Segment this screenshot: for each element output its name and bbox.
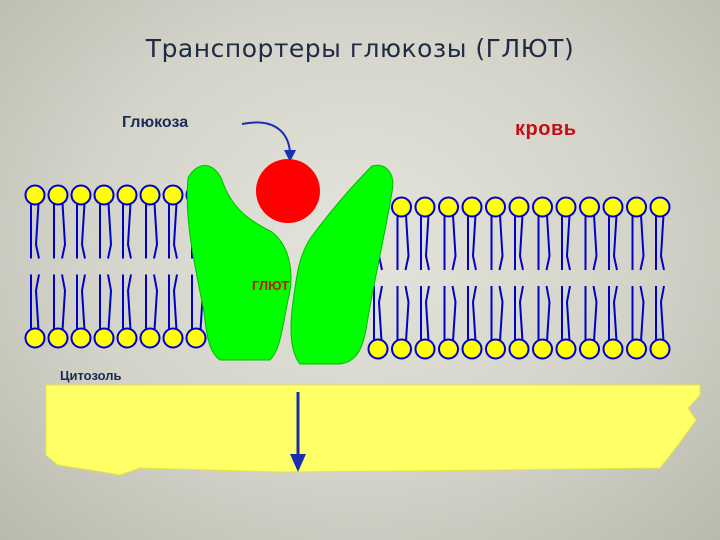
lipid-tail: [404, 285, 410, 350]
lipid-tail: [471, 206, 477, 271]
lipid-tail: [639, 285, 645, 350]
phospholipid-head: [438, 196, 459, 218]
phospholipid-head: [602, 196, 624, 218]
lipid-tail: [404, 206, 410, 271]
phospholipid-head: [508, 196, 530, 218]
phospholipid-head: [555, 196, 577, 218]
lipid-tail: [518, 285, 524, 350]
phospholipid-head: [391, 196, 412, 218]
phospholipid-head: [47, 327, 69, 349]
phospholipid-head: [414, 196, 436, 218]
phospholipid-head: [485, 338, 506, 360]
phospholipid-head: [555, 338, 577, 360]
phospholipid-head: [532, 196, 553, 218]
lipid-tail: [545, 206, 551, 271]
lipid-tail: [639, 206, 645, 271]
lipid-tail: [153, 194, 159, 259]
phospholipid-head: [391, 338, 412, 360]
lipid-tail: [61, 274, 67, 339]
slide-title: Транспортеры глюкозы (ГЛЮТ): [145, 34, 575, 63]
lipid-tail: [565, 285, 571, 350]
phospholipid-head: [93, 327, 115, 349]
phospholipid-head: [70, 327, 92, 349]
lipid-tail: [377, 285, 383, 350]
phospholipid-head: [139, 327, 161, 349]
lipid-tail: [34, 274, 40, 339]
lipid-tail: [451, 285, 457, 350]
cytosol-label: Цитозоль: [60, 368, 122, 383]
lipid-tail: [498, 285, 504, 350]
phospholipid-head: [461, 196, 483, 218]
transport-arrowhead: [290, 454, 306, 472]
lipid-tail: [518, 206, 524, 271]
glut-right-subunit: [290, 164, 394, 365]
lipid-tail: [107, 274, 113, 339]
lipid-tail: [659, 206, 665, 271]
phospholipid-head: [162, 327, 184, 349]
lipid-tail: [545, 285, 551, 350]
phospholipid-head: [70, 184, 92, 206]
lipid-tail: [126, 194, 132, 259]
lipid-tail: [451, 206, 457, 271]
lipid-tail: [80, 274, 86, 339]
lipid-tail: [612, 206, 618, 271]
lipid-tail: [424, 206, 430, 271]
phospholipid-head: [116, 327, 138, 349]
lipid-tail: [498, 206, 504, 271]
lipid-tail: [471, 285, 477, 350]
glut-label: ГЛЮТ: [252, 278, 290, 293]
lipid-tail: [126, 274, 132, 339]
lipid-tail: [34, 194, 40, 259]
lipid-tail: [172, 274, 178, 339]
lipid-bilayer: [24, 184, 671, 360]
phospholipid-head: [438, 338, 459, 360]
lipid-tail: [659, 285, 665, 350]
blood-label: кровь: [515, 118, 577, 140]
phospholipid-head: [47, 184, 69, 206]
phospholipid-head: [162, 184, 184, 206]
lipid-tail: [107, 194, 113, 259]
phospholipid-head: [461, 338, 483, 360]
lipid-tail: [612, 285, 618, 350]
glucose-label: Глюкоза: [122, 114, 189, 131]
phospholipid-head: [367, 338, 389, 360]
phospholipid-head: [579, 196, 600, 218]
phospholipid-head: [508, 338, 530, 360]
phospholipid-head: [24, 184, 46, 206]
cytosol-region: [45, 384, 701, 476]
phospholipid-head: [116, 184, 138, 206]
glut-left-subunit: [186, 165, 292, 361]
lipid-tail: [592, 206, 598, 271]
phospholipid-head: [93, 184, 115, 206]
phospholipid-head: [649, 196, 671, 218]
phospholipid-head: [139, 184, 161, 206]
phospholipid-head: [579, 338, 600, 360]
glucose-molecule: [256, 159, 320, 223]
lipid-tail: [565, 206, 571, 271]
phospholipid-head: [532, 338, 553, 360]
entry-arrow: [241, 121, 291, 153]
lipid-tail: [80, 194, 86, 259]
phospholipid-head: [626, 338, 647, 360]
lipid-tail: [153, 274, 159, 339]
phospholipid-head: [414, 338, 436, 360]
phospholipid-head: [626, 196, 647, 218]
lipid-tail: [424, 285, 430, 350]
phospholipid-head: [649, 338, 671, 360]
entry-arrowhead: [284, 150, 296, 162]
lipid-tail: [592, 285, 598, 350]
phospholipid-head: [602, 338, 624, 360]
lipid-tail: [61, 194, 67, 259]
phospholipid-head: [485, 196, 506, 218]
phospholipid-head: [24, 327, 46, 349]
lipid-tail: [172, 194, 178, 259]
phospholipid-head: [185, 327, 207, 349]
